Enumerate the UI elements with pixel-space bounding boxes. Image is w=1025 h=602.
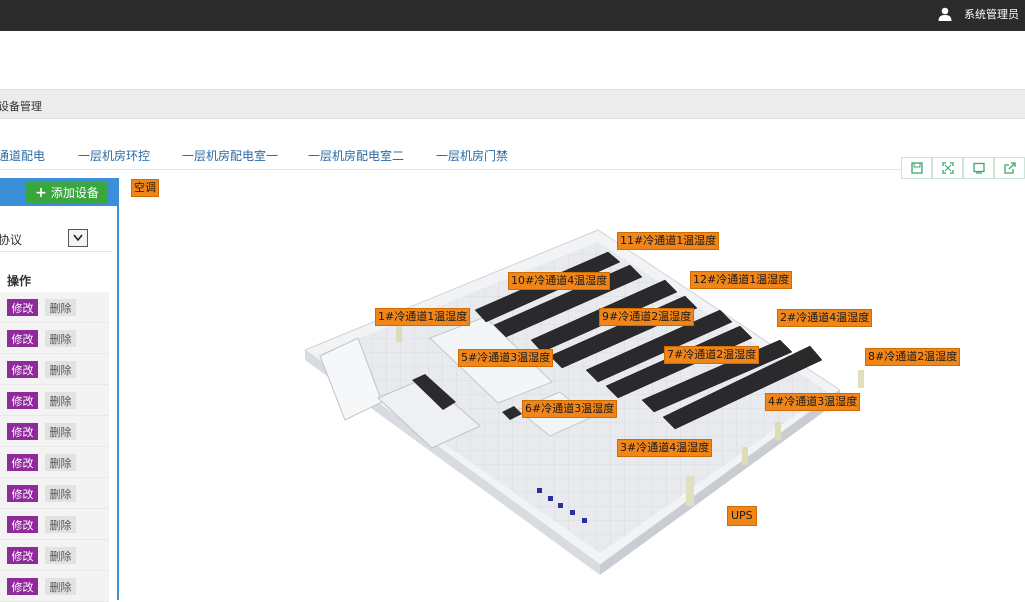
edit-button[interactable]: 修改 bbox=[7, 330, 38, 347]
server-room-floorplan[interactable] bbox=[120, 170, 1025, 600]
edit-button[interactable]: 修改 bbox=[7, 423, 38, 440]
top-bar: 系统管理员 bbox=[0, 0, 1025, 31]
fullscreen-button[interactable] bbox=[932, 157, 963, 179]
edit-button[interactable]: 修改 bbox=[7, 547, 38, 564]
delete-button[interactable]: 删除 bbox=[45, 485, 76, 502]
cabinet-group-small bbox=[412, 374, 456, 410]
column-header-actions: 操作 bbox=[7, 274, 32, 288]
label-sensor-9[interactable]: 9#冷通道2温湿度 bbox=[599, 308, 695, 326]
delete-button[interactable]: 删除 bbox=[45, 516, 76, 533]
protocol-select[interactable]: 协议 bbox=[0, 222, 112, 252]
user-menu[interactable]: 系统管理员 bbox=[938, 6, 1019, 22]
label-sensor-3[interactable]: 3#冷通道4温湿度 bbox=[617, 439, 713, 457]
table-row: 修改 删除 bbox=[0, 509, 109, 540]
tab-power-room-2[interactable]: 一层机房配电室二 bbox=[308, 149, 405, 163]
scene-toolbox bbox=[901, 157, 1025, 179]
view-icon bbox=[972, 162, 985, 174]
delete-button[interactable]: 删除 bbox=[45, 392, 76, 409]
view-button[interactable] bbox=[963, 157, 994, 179]
label-sensor-8[interactable]: 8#冷通道2温湿度 bbox=[865, 348, 961, 366]
door-panel bbox=[742, 447, 748, 465]
label-sensor-10[interactable]: 10#冷通道4温湿度 bbox=[508, 272, 611, 290]
server-room-3d-view[interactable]: 空调 11#冷通道1温湿度 10#冷通道4温湿度 12#冷通道1温湿度 1#冷通… bbox=[120, 170, 1025, 600]
export-icon bbox=[1003, 162, 1016, 174]
panel-header: + 添加设备 bbox=[0, 178, 117, 206]
table-row: 修改 删除 bbox=[0, 416, 109, 447]
protocol-dropdown-button[interactable] bbox=[68, 229, 88, 247]
fullscreen-icon bbox=[941, 162, 954, 174]
device-list-panel: + 添加设备 协议 操作 修改 删除 修改 删除 修改 删除 修改 删除 修改 … bbox=[0, 178, 119, 602]
edit-button[interactable]: 修改 bbox=[7, 454, 38, 471]
table-row: 修改 删除 bbox=[0, 354, 109, 385]
plus-icon: + bbox=[35, 184, 47, 201]
label-sensor-7[interactable]: 7#冷通道2温湿度 bbox=[664, 346, 760, 364]
table-row: 修改 删除 bbox=[0, 385, 109, 416]
label-sensor-6[interactable]: 6#冷通道3温湿度 bbox=[522, 400, 618, 418]
edit-button[interactable]: 修改 bbox=[7, 578, 38, 595]
room-wall-front-left bbox=[305, 350, 600, 575]
tab-access-control[interactable]: 一层机房门禁 bbox=[436, 149, 509, 163]
table-row: 修改 删除 bbox=[0, 540, 109, 571]
tab-bar: 通道配电 一层机房环控 一层机房配电室一 一层机房配电室二 一层机房门禁 bbox=[0, 146, 1025, 170]
label-sensor-5[interactable]: 5#冷通道3温湿度 bbox=[458, 349, 554, 367]
edit-button[interactable]: 修改 bbox=[7, 485, 38, 502]
table-row: 修改 删除 bbox=[0, 323, 109, 354]
tab-power-room-1[interactable]: 一层机房配电室一 bbox=[182, 149, 279, 163]
label-ups[interactable]: UPS bbox=[727, 506, 757, 526]
protocol-select-value: 协议 bbox=[0, 233, 23, 247]
label-sensor-2[interactable]: 2#冷通道4温湿度 bbox=[777, 309, 873, 327]
breadcrumb: 设备管理 bbox=[0, 100, 42, 113]
edit-button[interactable]: 修改 bbox=[7, 392, 38, 409]
edit-button[interactable]: 修改 bbox=[7, 299, 38, 316]
delete-button[interactable]: 删除 bbox=[45, 361, 76, 378]
delete-button[interactable]: 删除 bbox=[45, 330, 76, 347]
user-name: 系统管理员 bbox=[964, 8, 1019, 21]
chevron-down-icon bbox=[73, 234, 83, 242]
edit-button[interactable]: 修改 bbox=[7, 516, 38, 533]
table-row: 修改 删除 bbox=[0, 292, 109, 323]
add-device-label: 添加设备 bbox=[50, 186, 99, 200]
user-icon bbox=[938, 7, 952, 21]
label-sensor-4[interactable]: 4#冷通道3温湿度 bbox=[765, 393, 861, 411]
door-panel bbox=[775, 422, 781, 440]
delete-button[interactable]: 删除 bbox=[45, 299, 76, 316]
tab-channel-power[interactable]: 通道配电 bbox=[0, 149, 46, 163]
table-row: 修改 删除 bbox=[0, 571, 109, 602]
tab-env-control[interactable]: 一层机房环控 bbox=[78, 149, 151, 163]
edit-button[interactable]: 修改 bbox=[7, 361, 38, 378]
cabinet-single bbox=[502, 406, 522, 420]
table-row: 修改 删除 bbox=[0, 478, 109, 509]
delete-button[interactable]: 删除 bbox=[45, 547, 76, 564]
delete-button[interactable]: 删除 bbox=[45, 578, 76, 595]
inner-room-office bbox=[377, 377, 481, 449]
door-panel bbox=[396, 326, 402, 342]
delete-button[interactable]: 删除 bbox=[45, 454, 76, 471]
breadcrumb-bar: 设备管理 bbox=[0, 89, 1025, 119]
label-sensor-11[interactable]: 11#冷通道1温湿度 bbox=[617, 232, 720, 250]
delete-button[interactable]: 删除 bbox=[45, 423, 76, 440]
label-sensor-1[interactable]: 1#冷通道1温湿度 bbox=[375, 308, 471, 326]
label-air-conditioner[interactable]: 空调 bbox=[131, 179, 159, 197]
add-device-button[interactable]: + 添加设备 bbox=[26, 182, 108, 203]
label-sensor-12[interactable]: 12#冷通道1温湿度 bbox=[690, 271, 793, 289]
blue-device-row bbox=[537, 488, 587, 523]
export-button[interactable] bbox=[994, 157, 1025, 179]
save-button[interactable] bbox=[901, 157, 932, 179]
door-panel bbox=[858, 370, 864, 388]
save-icon bbox=[910, 162, 923, 174]
table-row: 修改 删除 bbox=[0, 447, 109, 478]
door-panel bbox=[686, 476, 694, 506]
